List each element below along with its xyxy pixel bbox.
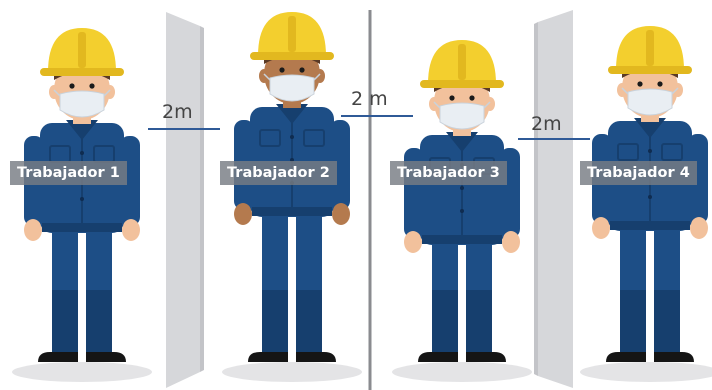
worker-label-2: Trabajador 2 <box>220 161 337 185</box>
worker-figure-1 <box>12 28 152 382</box>
divider-panel-3 <box>534 10 573 388</box>
worker-figure-2 <box>222 12 362 382</box>
distance-label-1: 2m <box>162 101 193 123</box>
worker-figure-3 <box>392 40 532 382</box>
worker-label-1: Trabajador 1 <box>10 161 127 185</box>
worker-figure-4 <box>580 26 712 382</box>
divider-panel-1 <box>166 12 204 388</box>
worker-label-3: Trabajador 3 <box>390 161 507 185</box>
distance-label-2: 2 m <box>351 88 388 110</box>
distance-label-3: 2m <box>531 113 562 135</box>
worker-label-4: Trabajador 4 <box>580 161 697 185</box>
